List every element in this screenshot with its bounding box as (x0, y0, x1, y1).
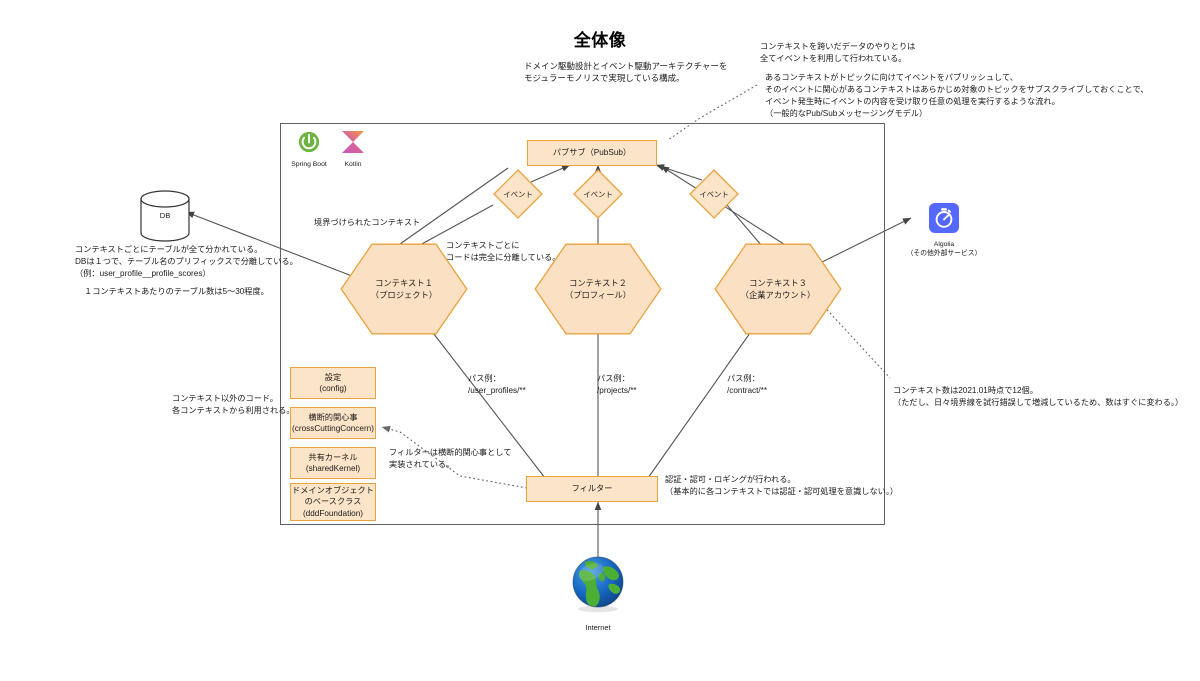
diamond-shape (689, 169, 739, 219)
event-diamond-1[interactable]: イベント (492, 168, 544, 220)
kotlin-k-icon (342, 131, 364, 153)
context-node-1[interactable]: コンテキスト１ （プロジェクト） (340, 243, 468, 335)
algolia-annotation: コンテキスト数は2021.01時点で12個。 （ただし、日々境界線を試行錯誤して… (893, 386, 1184, 408)
page-subtitle: ドメイン駆動設計とイベント駆動アーキテクチャーを モジュラーモノリスで実現してい… (524, 61, 728, 84)
internet-label: Internet (585, 623, 611, 632)
algolia-caption: Algolia （その他外部サービス） (906, 241, 982, 258)
shared-code-annotation: コンテキスト以外のコード。 各コンテキストから利用される。 (172, 394, 295, 416)
database-node: DB (138, 190, 192, 242)
path-example-3: パス例： /contract/** (727, 374, 768, 396)
context-label-1: コンテキスト１ （プロジェクト） (370, 278, 438, 300)
context-node-2[interactable]: コンテキスト２ （プロフィール） (534, 243, 662, 335)
shared-module-config[interactable]: 設定 (config) (290, 367, 376, 399)
shared-module-cross-cutting-concern[interactable]: 横断的関心事 (crossCuttingConcern) (290, 407, 376, 439)
database-label: DB (159, 211, 171, 220)
database-cylinder-icon (140, 190, 190, 242)
kotlin-logo: Kotlin (333, 131, 373, 169)
path-example-1: パス例： /user_profiles/** (468, 374, 526, 396)
event-label-2: イベント (583, 189, 613, 199)
hexagon-shape (340, 243, 468, 335)
filter-node[interactable]: フィルター (526, 476, 658, 502)
context-code-annotation: コンテキストごとに コードは完全に分離している。 (446, 241, 561, 263)
hexagon-shape (714, 243, 842, 335)
globe-icon (572, 556, 624, 613)
pubsub-node[interactable]: パブサブ（PubSub） (527, 140, 657, 166)
algolia-node[interactable]: Algolia （その他外部サービス） (898, 203, 990, 258)
context-label-2: コンテキスト２ （プロフィール） (564, 278, 632, 300)
spring-boot-logo: Spring Boot (288, 131, 330, 169)
event-label-3: イベント (699, 189, 729, 199)
shared-module-ddd-foundation[interactable]: ドメインオブジェクト のベースクラス (dddFoundation) (290, 483, 376, 521)
event-diamond-3[interactable]: イベント (688, 168, 740, 220)
bounded-context-label: 境界づけられたコンテキスト (314, 218, 421, 227)
spring-boot-leaf-icon (298, 131, 320, 153)
filter-cross-cutting-annotation: フィルターは横断的関心事として 実装されている。 (389, 448, 512, 470)
db-table-count-annotation: １コンテキストあたりのテーブル数は5〜30程度。 (84, 287, 269, 296)
algolia-stopwatch-icon (929, 203, 959, 233)
diamond-shape (493, 169, 543, 219)
db-annotation: コンテキストごとにテーブルが全て分かれている。 DBは１つで、テーブル名のプリフ… (75, 245, 298, 279)
page-title: 全体像 (573, 31, 627, 50)
kotlin-caption: Kotlin (344, 161, 362, 168)
spring-boot-caption: Spring Boot (291, 161, 327, 168)
pubsub-annotation-1: コンテキストを跨いだデータのやりとりは 全てイベントを利用して行われている。 (760, 42, 916, 64)
internet-node: Internet (562, 553, 634, 633)
context-label-3: コンテキスト３ （企業アカウント） (740, 278, 816, 300)
hexagon-shape (534, 243, 662, 335)
diamond-shape (573, 169, 623, 219)
event-diamond-2[interactable]: イベント (572, 168, 624, 220)
pubsub-annotation-2: あるコンテキストがトピックに向けてイベントをパブリッシュして、 そのイベントに関… (765, 73, 1149, 119)
event-label-1: イベント (503, 189, 533, 199)
shared-module-shared-kernel[interactable]: 共有カーネル (sharedKernel) (290, 447, 376, 479)
path-example-2: パス例： /projects/** (597, 374, 637, 396)
context-node-3[interactable]: コンテキスト３ （企業アカウント） (714, 243, 842, 335)
filter-auth-annotation: 認証・認可・ロギングが行われる。 （基本的に各コンテキストでは認証・認可処理を意… (665, 475, 899, 497)
